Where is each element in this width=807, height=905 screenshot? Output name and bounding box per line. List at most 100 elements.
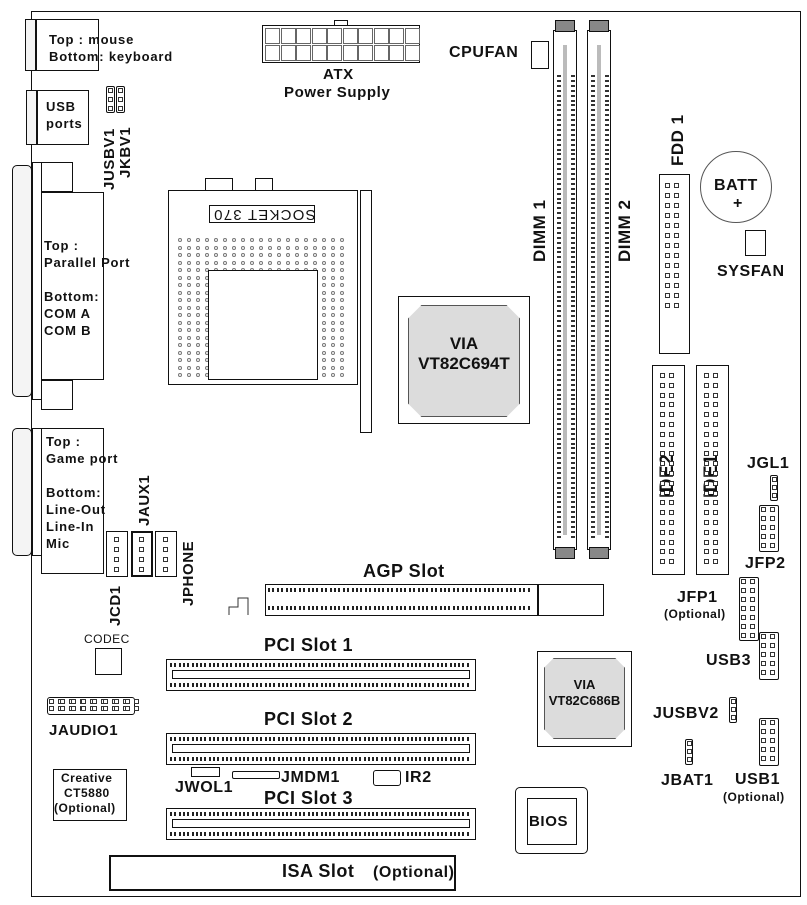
battery-plus: + <box>733 195 743 212</box>
pci-contact <box>376 683 379 687</box>
ide1-pin <box>704 422 709 427</box>
pci-contact <box>251 757 254 761</box>
pci-contact <box>200 737 203 741</box>
pci-contact <box>307 737 310 741</box>
ide2-pin <box>660 373 665 378</box>
pci-contact <box>363 663 366 667</box>
audio-connector-pin <box>163 557 168 562</box>
pci-contact <box>217 832 220 836</box>
pci-contact <box>251 832 254 836</box>
pci-contact <box>462 737 465 741</box>
pci-contact <box>406 812 409 816</box>
pci-contact <box>342 757 344 761</box>
pci-contact <box>372 683 375 687</box>
agp-contact <box>395 588 398 592</box>
dimm-contact <box>557 369 561 371</box>
dimm-contact <box>605 177 609 180</box>
jumper-pin <box>772 493 777 498</box>
game-audio-port <box>41 428 104 574</box>
dimm-contact <box>591 124 595 126</box>
dimm-contact <box>571 491 575 494</box>
isa-label: ISA Slot <box>282 861 355 881</box>
dimm-contact <box>571 246 575 249</box>
dimm-contact <box>571 408 575 411</box>
jphone-label: JPHONE <box>180 540 197 606</box>
pci-contact <box>264 683 267 687</box>
dimm-contact <box>557 310 561 313</box>
pci-contact <box>436 737 439 741</box>
pci-contact <box>286 683 289 687</box>
jaudio1-pin <box>133 699 139 704</box>
pci-contact <box>346 663 349 667</box>
sysfan-connector <box>745 230 766 256</box>
socket-pin <box>205 253 209 257</box>
pci-contact <box>458 757 461 761</box>
battery <box>700 151 772 223</box>
pci-contact <box>200 663 203 667</box>
agp-contact <box>360 588 363 592</box>
dimm-contact <box>605 192 609 195</box>
pci-contact <box>423 812 426 816</box>
dimm-contact <box>571 275 575 278</box>
dimm-contact <box>571 99 575 102</box>
socket-pin <box>178 365 182 370</box>
dimm-contact <box>605 471 609 474</box>
dimm-contact <box>571 104 575 107</box>
fdd-pin <box>665 283 670 288</box>
pci-contact <box>225 663 228 667</box>
socket-label-box <box>209 205 315 223</box>
pci-contact <box>436 757 439 761</box>
socket-pin <box>295 245 299 250</box>
pci-contact <box>372 757 375 761</box>
dimm-contact <box>591 403 595 406</box>
dimm-contact <box>605 398 609 401</box>
pci-contact <box>324 737 327 741</box>
pci-contact <box>389 757 392 761</box>
dimm-contact <box>557 241 561 244</box>
agp-contact <box>452 606 455 610</box>
dimm-contact <box>605 153 609 156</box>
jaudio1-pin <box>70 706 76 711</box>
pci-contact <box>385 737 387 741</box>
socket-pin <box>340 268 344 272</box>
pci-contact <box>458 812 461 816</box>
pci-contact <box>217 757 220 761</box>
ide2-connector <box>652 365 685 575</box>
pci-contact <box>337 812 340 816</box>
socket-pin <box>340 305 344 310</box>
pci-contact <box>354 832 357 836</box>
northbridge-chip: VIA VT82C694T <box>408 305 520 417</box>
dimm-contact <box>557 207 561 210</box>
socket-pin <box>196 365 200 370</box>
pci-contact <box>174 757 177 761</box>
socket-pin <box>286 260 290 265</box>
pci-contact <box>419 832 422 836</box>
pci-contact <box>389 663 392 667</box>
agp-contact <box>276 606 279 610</box>
jbat1-label: JBAT1 <box>661 772 714 789</box>
dimm-contact <box>591 128 595 131</box>
dimm-contact <box>591 241 595 244</box>
audio-connector-pin <box>139 567 144 572</box>
agp-contact <box>518 588 521 592</box>
dimm-contact <box>557 89 561 92</box>
pci-contact <box>316 812 319 816</box>
socket-pin <box>322 283 326 287</box>
pci-contact <box>410 663 413 667</box>
ide2-pin <box>669 373 674 378</box>
pci-contact <box>350 832 353 836</box>
pci-contact <box>273 663 276 667</box>
agp-contact <box>435 606 438 610</box>
atx-pin <box>342 28 358 44</box>
socket-pin <box>196 275 200 280</box>
pci-contact <box>320 757 323 761</box>
pci-contact <box>247 832 250 836</box>
pci-contact <box>208 812 211 816</box>
dimm2-label: DIMM 2 <box>615 199 634 263</box>
dimm-contact <box>571 501 575 504</box>
agp-contact <box>426 606 429 610</box>
pci-contact <box>238 757 241 761</box>
pci-contact <box>385 683 387 687</box>
pci-contact <box>195 812 198 816</box>
agp-retention <box>538 584 604 616</box>
